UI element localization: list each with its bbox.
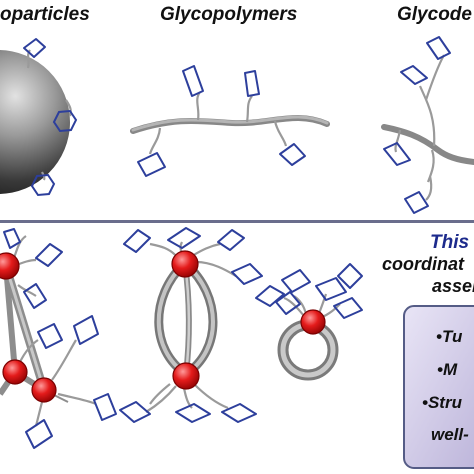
sugar-icon [244,70,260,97]
sugar-icon [119,401,151,423]
sugar-icon [182,65,204,97]
sugar-icon [23,38,46,58]
sugar-icon [426,36,451,60]
label-nanoparticles: oparticles [0,4,90,25]
gold-nanoparticle [0,50,70,194]
polymer-backbone [130,115,330,134]
sugar-icon [315,277,347,301]
glycodendrimer-group [381,36,474,214]
sugar-icon [217,229,245,251]
glycopolymer-group [130,65,330,177]
lantern-cage [119,227,263,423]
sugar-icon [221,403,257,423]
metal-ion [172,362,200,390]
sugar-icon [333,297,363,319]
sugar-icon [3,228,21,249]
sugar-icon [337,263,363,289]
metal-ion [300,309,326,335]
ring-complex [255,263,363,381]
sugar-icon [167,227,201,249]
sugar-icon [37,323,63,349]
metal-ion [2,359,28,385]
feature-item: well- [431,425,469,444]
feature-item: •M [437,360,458,379]
sugar-icon [281,269,311,293]
sugar-icon [35,243,63,267]
metal-ion [171,250,199,278]
feature-item: •Stru [422,393,463,412]
feature-item: •Tu [436,327,463,346]
sugar-icon [73,315,99,345]
sugar-icon [231,263,263,285]
sugar-icon [255,285,285,307]
sugar-icon [137,152,166,177]
callout-title: This [430,232,469,253]
sugar-icon [25,419,53,449]
sugar-icon [175,403,211,423]
sugar-icon [279,143,306,166]
section-divider [0,220,474,223]
callout-line-assembly: assen [432,276,474,296]
sugar-icon [404,191,429,214]
label-glycopolymers: Glycopolymers [160,4,297,25]
label-glycodendrimers: Glycode [397,4,472,25]
sugar-icon [123,229,151,253]
callout-line-coordination: coordinat [382,254,465,274]
sugar-icon [400,65,428,85]
sugar-icon [23,283,47,309]
sugar-icon [275,291,301,315]
metal-ion [31,377,57,403]
hexose-icon [52,109,78,133]
hexose-icon [30,173,56,197]
metal-ion [0,252,20,280]
sugar-icon [93,393,117,421]
nanoparticle-group [0,38,78,197]
tetrahedral-cage [0,228,117,449]
sugar-icon [383,142,411,166]
feature-box: •Tu •M •Stru well- [403,305,474,469]
